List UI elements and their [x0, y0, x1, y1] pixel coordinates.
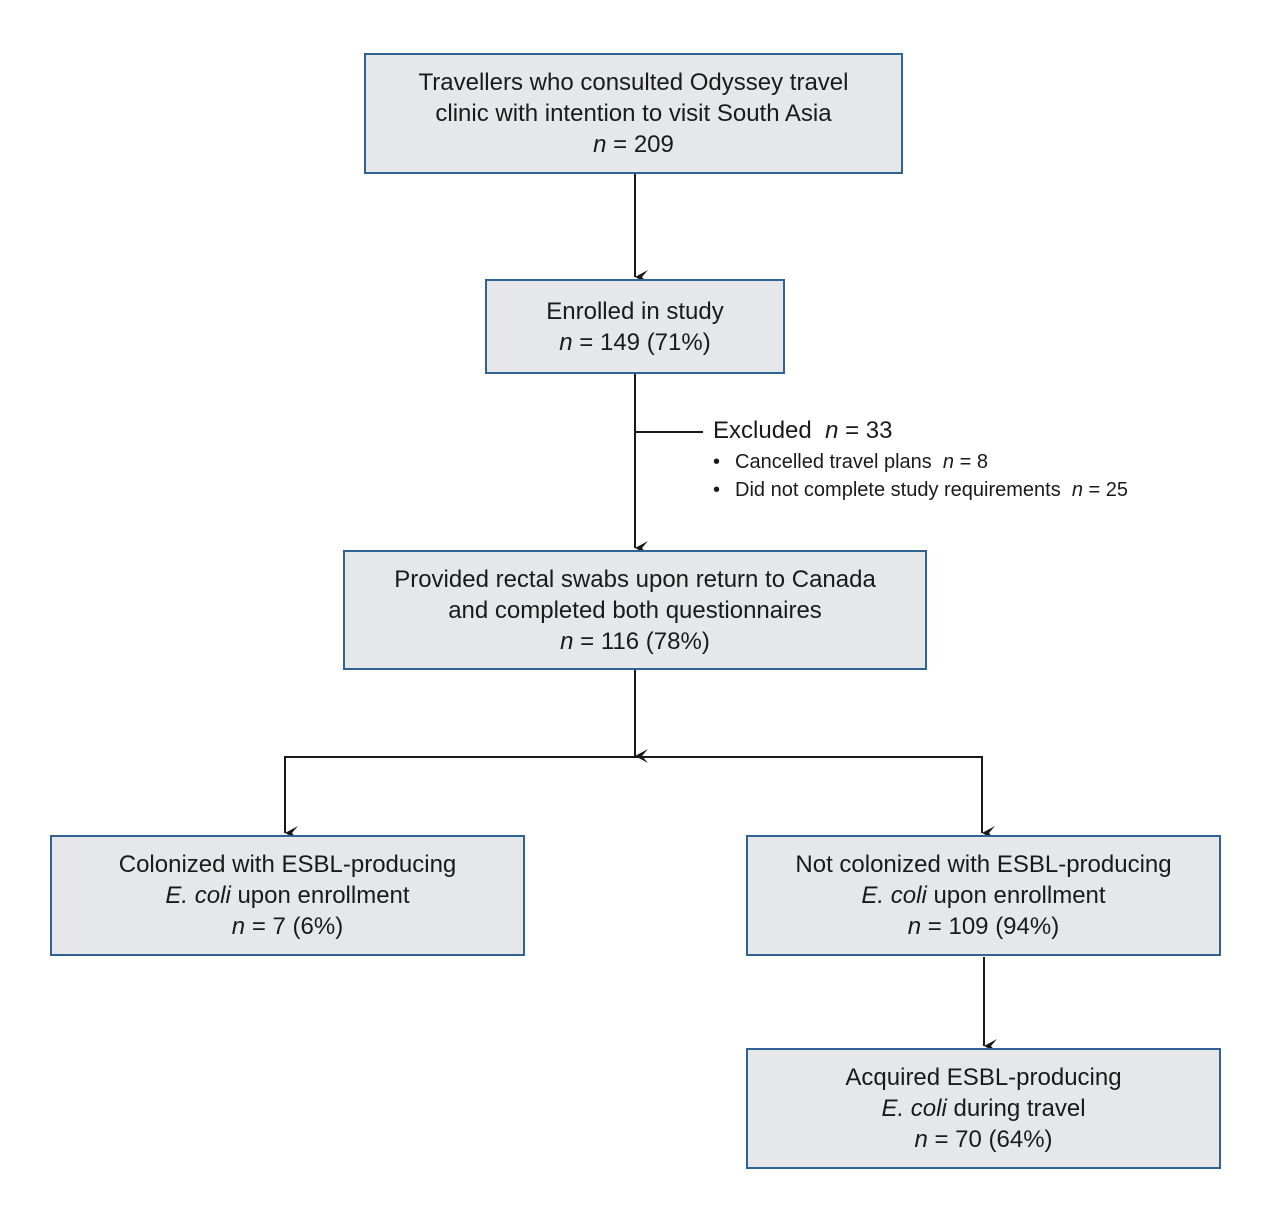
colonized-box: Colonized with ESBL-producing E. coli up…	[50, 835, 525, 956]
enrolled-box: Enrolled in study n = 149 (71%)	[485, 279, 785, 374]
colonized-line1: Colonized with ESBL-producing	[118, 851, 457, 878]
excluded-reason-incomplete: • Did not complete study requirements n …	[713, 476, 1128, 504]
excluded-reason-cancelled: • Cancelled travel plans n = 8	[713, 448, 1128, 476]
provided-line1: Provided rectal swabs upon return to Can…	[394, 565, 876, 593]
not-colonized-line1: Not colonized with ESBL-producing	[795, 851, 1172, 878]
excluded-heading: Excluded n = 33	[713, 417, 893, 444]
provided-line2: and completed both questionnaires	[448, 596, 822, 624]
enrolled-count: n = 149 (71%)	[559, 328, 711, 356]
not-colonized-line2: E. coli upon enrollment	[861, 882, 1106, 909]
acquired-line2: E. coli during travel	[881, 1095, 1086, 1122]
travellers-line2: clinic with intention to visit South Asi…	[435, 100, 832, 127]
split-to-colonized-line	[284, 756, 635, 840]
excluded-reasons-list: • Cancelled travel plans n = 8 • Did not…	[713, 448, 1128, 504]
acquired-line1: Acquired ESBL-producing	[845, 1064, 1122, 1091]
not-colonized-box: Not colonized with ESBL-producing E. col…	[746, 835, 1221, 956]
not-colonized-count: n = 109 (94%)	[907, 913, 1060, 940]
split-to-not-colonized-line	[635, 756, 995, 840]
colonized-count: n = 7 (6%)	[231, 913, 344, 940]
bullet-icon: •	[713, 479, 721, 501]
enrolled-line1: Enrolled in study	[546, 297, 724, 325]
colonized-line2: E. coli upon enrollment	[165, 882, 410, 909]
travellers-count: n = 209	[593, 131, 674, 158]
acquired-box: Acquired ESBL-producing E. coli during t…	[746, 1048, 1221, 1169]
travellers-box: Travellers who consulted Odyssey travel …	[364, 53, 903, 174]
provided-count: n = 116 (78%)	[560, 627, 710, 655]
travellers-line1: Travellers who consulted Odyssey travel	[418, 69, 849, 96]
bullet-icon: •	[713, 451, 721, 473]
acquired-count: n = 70 (64%)	[914, 1126, 1053, 1153]
provided-box: Provided rectal swabs upon return to Can…	[343, 550, 927, 670]
